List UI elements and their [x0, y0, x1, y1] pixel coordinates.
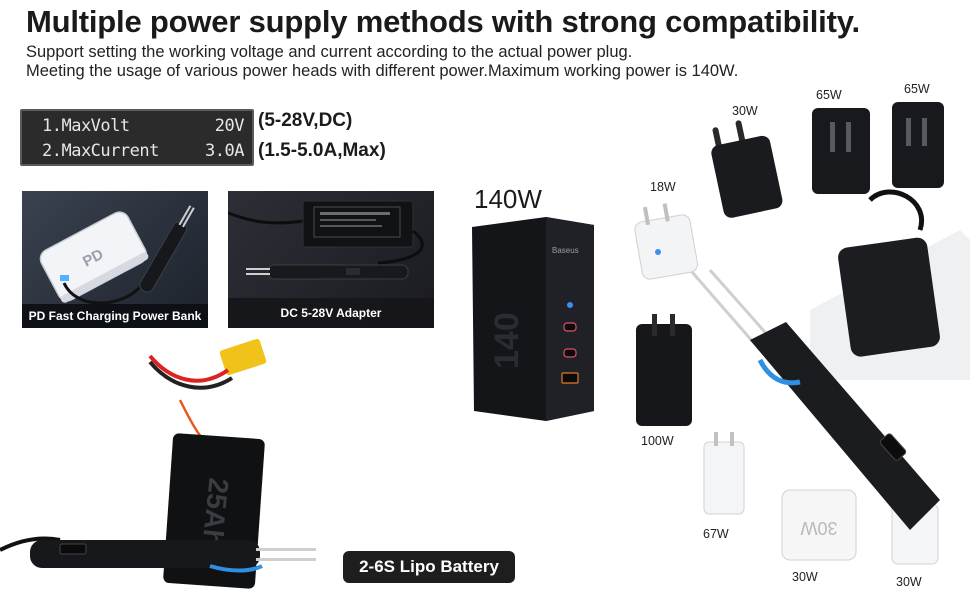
- power-bank-illustration: PD: [39, 205, 195, 305]
- charger-65w-a-icon: [812, 108, 870, 194]
- tweezer-iron-left-icon: [30, 540, 260, 568]
- lcd-max-current-label: 2.MaxCurrent: [42, 141, 159, 161]
- adapter-caption: DC 5-28V Adapter: [228, 298, 434, 328]
- lipo-battery-caption: 2-6S Lipo Battery: [343, 551, 515, 583]
- charger-140w-print: 140: [488, 312, 526, 369]
- charger-100w-icon: [636, 314, 692, 426]
- tweezer-iron-right-icon: [690, 269, 940, 530]
- lcd-max-volt-value: 20V: [214, 116, 245, 136]
- lcd-row-max-volt: 1.MaxVolt 20V: [42, 116, 245, 136]
- charger-67w-label: 67W: [703, 527, 729, 541]
- charger-30w-bottom-a-label: 30W: [792, 570, 818, 584]
- voltage-range: (5-28V,DC): [258, 110, 353, 131]
- charger-140w-brand: Baseus: [552, 246, 579, 255]
- charger-65w-b-label: 65W: [904, 82, 930, 96]
- charger-30w-bottom-a-icon: 30W: [781, 489, 857, 561]
- soldering-iron-icon: [139, 205, 195, 293]
- power-bank-icon: PD: [39, 211, 149, 303]
- charger-140w-icon: Baseus 140: [472, 217, 594, 421]
- charger-67w-icon: [703, 432, 745, 515]
- charger-30w-top-icon: [711, 120, 783, 218]
- lipo-battery-illustration: 25Ah: [0, 338, 316, 589]
- lcd-max-current-value: 3.0A: [205, 141, 244, 161]
- charger-30w-bottom-b-label: 30W: [896, 575, 922, 589]
- adapter-panel: DC 5-28V Adapter: [228, 191, 434, 328]
- power-bank-panel: PD PD Fast Charging Power Bank: [22, 191, 208, 328]
- lcd-max-volt-label: 1.MaxVolt: [42, 116, 130, 136]
- charger-30w-print: 30W: [800, 518, 837, 538]
- charger-30w-top-label: 30W: [732, 104, 758, 118]
- adapter-illustration: [228, 200, 424, 280]
- current-range: (1.5-5.0A,Max): [258, 140, 386, 161]
- page-title: Multiple power supply methods with stron…: [26, 4, 860, 39]
- charger-100w-label: 100W: [641, 434, 674, 448]
- charger-18w-label: 18W: [650, 180, 676, 194]
- lipo-pack-print: 25Ah: [196, 476, 234, 547]
- lcd-row-max-current: 2.MaxCurrent 3.0A: [42, 141, 244, 161]
- subtitle-line-2: Meeting the usage of various power heads…: [26, 62, 739, 80]
- xt-connector-icon: [219, 338, 267, 376]
- charger-65w-a-label: 65W: [816, 88, 842, 102]
- charger-18w-icon: [634, 203, 699, 280]
- lcd-display: 1.MaxVolt 20V 2.MaxCurrent 3.0A: [20, 109, 254, 166]
- power-bank-caption: PD Fast Charging Power Bank: [22, 304, 208, 328]
- charger-140w-label: 140W: [474, 184, 542, 214]
- subtitle-line-1: Support setting the working voltage and …: [26, 43, 633, 61]
- power-strip-icon: [810, 189, 970, 380]
- charger-65w-b-icon: [892, 102, 944, 188]
